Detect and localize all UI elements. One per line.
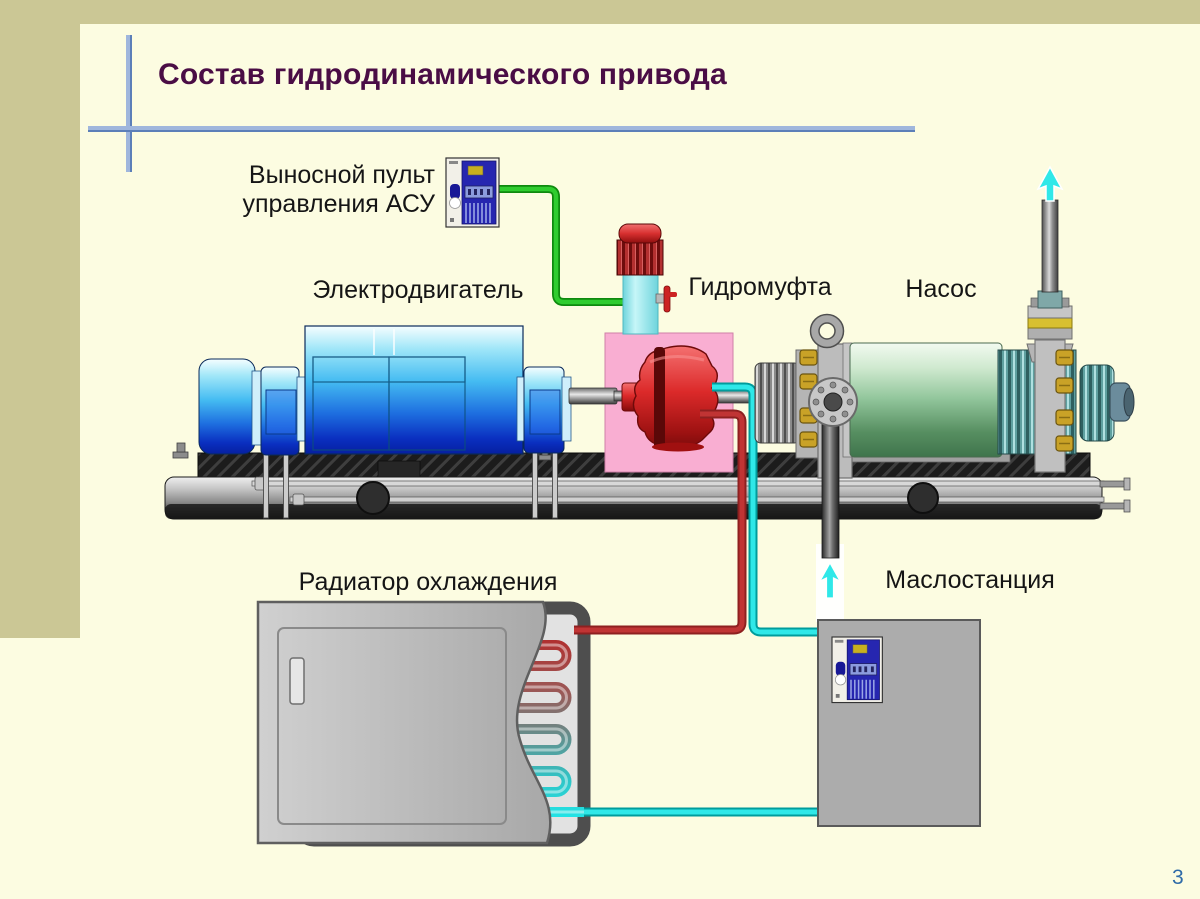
remote-panel-label: Выносной пульт управления АСУ xyxy=(170,161,435,219)
duct-valve xyxy=(655,285,677,313)
radiator-illustration xyxy=(256,600,591,847)
discharge-flow-arrow-icon xyxy=(1036,165,1064,202)
oil-flow-arrow-icon xyxy=(818,561,842,599)
title-crosshair-vertical xyxy=(126,35,132,172)
radiator-cover xyxy=(256,600,552,845)
fan-motor xyxy=(616,223,664,276)
remote-panel-label-line2: управления АСУ xyxy=(242,190,435,218)
page-number: 3 xyxy=(1172,866,1184,889)
motor-label: Электродвигатель xyxy=(312,276,524,304)
hydraulic-coupling-illustration xyxy=(568,345,761,452)
oil-station-illustration xyxy=(816,544,981,827)
radiator-label: Радиатор охлаждения xyxy=(298,568,558,596)
hot-oil-pipe xyxy=(574,409,747,635)
control-cable xyxy=(496,185,628,306)
page-title: Состав гидродинамического привода xyxy=(158,58,727,91)
pump-illustration xyxy=(754,199,1135,559)
pump-label: Насос xyxy=(905,275,977,303)
oil-station-panel xyxy=(831,636,884,704)
cooling-duct xyxy=(622,273,659,335)
remote-control-panel-illustration xyxy=(445,157,500,228)
title-crosshair-horizontal xyxy=(88,126,915,132)
remote-panel-label-line1: Выносной пульт xyxy=(248,161,435,189)
top-accent-band xyxy=(0,0,1200,24)
oil-station-label: Маслостанция xyxy=(885,566,1055,594)
cold-oil-pipe-to-oil-station xyxy=(712,382,818,637)
electric-motor-illustration xyxy=(198,325,572,456)
left-accent-band xyxy=(0,0,80,638)
coupling-label: Гидромуфта xyxy=(688,273,832,301)
